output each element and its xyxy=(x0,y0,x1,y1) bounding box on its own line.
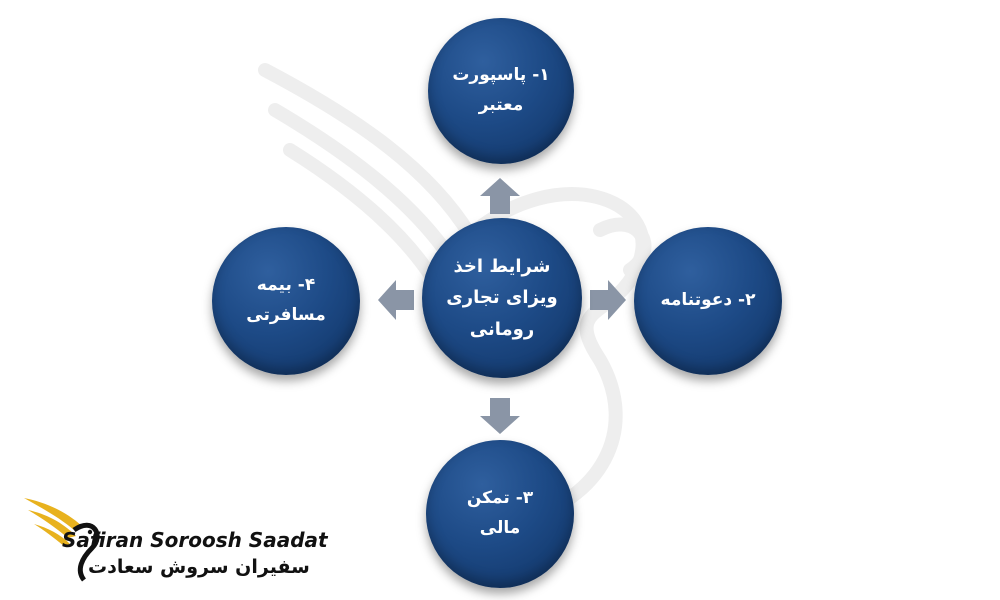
node-center-line3: رومانی xyxy=(469,318,535,340)
node-top-line1: ۱- پاسپورت xyxy=(452,65,550,86)
node-top: ۱- پاسپورت معتبر xyxy=(428,18,574,164)
node-left: ۴- بیمه مسافرتی xyxy=(212,227,360,375)
arrow-down-icon xyxy=(480,398,520,434)
node-right: ۲- دعوتنامه xyxy=(634,227,782,375)
logo-name-fa: سفیران سروش سعادت xyxy=(88,556,310,578)
node-center-line2: ویزای تجاری xyxy=(446,287,558,309)
node-top-line2: معتبر xyxy=(478,95,524,115)
arrow-up-icon xyxy=(480,178,520,214)
node-bottom-line2: مالی xyxy=(479,518,521,538)
node-bottom: ۳- تمکن مالی xyxy=(426,440,574,588)
node-right-line1: ۲- دعوتنامه xyxy=(660,290,756,311)
arrow-right-icon xyxy=(590,280,626,320)
node-left-line1: ۴- بیمه xyxy=(256,275,316,296)
arrow-left-icon xyxy=(378,280,414,320)
node-bottom-line1: ۳- تمکن xyxy=(466,488,534,509)
logo-wing-icon xyxy=(24,498,100,582)
node-center-line1: شرایط اخذ xyxy=(453,255,551,277)
node-left-line2: مسافرتی xyxy=(246,305,326,325)
logo-name-en: Safiran Soroosh Saadat xyxy=(62,528,328,552)
node-center: شرایط اخذ ویزای تجاری رومانی xyxy=(422,218,582,378)
